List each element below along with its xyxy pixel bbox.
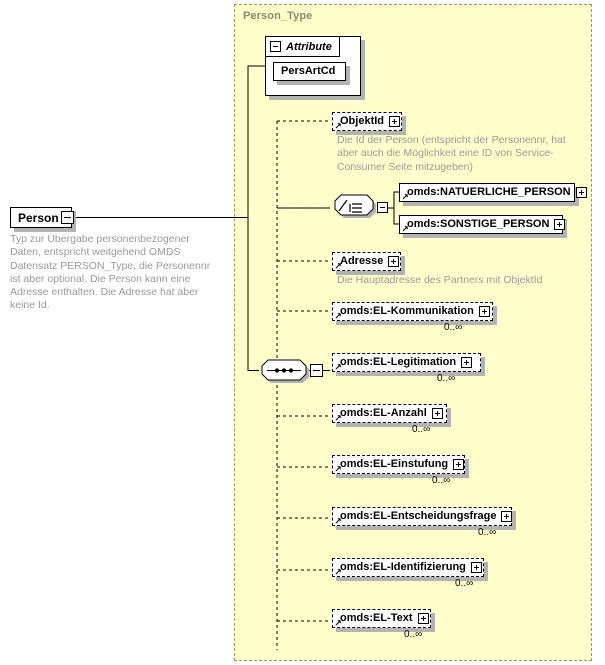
element-el-legitimation-expand-icon[interactable] (461, 357, 473, 368)
attribute-group-tab[interactable]: Attribute (265, 36, 340, 57)
element-el-anzahl[interactable]: omds:EL-Anzahl (332, 404, 447, 423)
element-adresse-expand-icon[interactable] (388, 256, 400, 267)
element-el-identifizierung-label: omds:EL-Identifizierung (340, 561, 466, 573)
element-natuerliche-person-expand-icon[interactable] (575, 187, 587, 198)
attribute-group-label: Attribute (286, 40, 332, 53)
element-el-einstufung-expand-icon[interactable] (453, 459, 465, 470)
element-el-anzahl-label: omds:EL-Anzahl (340, 407, 427, 419)
person-type-title: Person_Type (243, 10, 313, 22)
element-el-text-label: omds:EL-Text (340, 612, 413, 624)
person-root-label: Person (18, 210, 59, 225)
element-objektid-label: ObjektId (340, 115, 385, 127)
element-el-text-expand-icon[interactable] (417, 613, 429, 624)
element-el-legitimation[interactable]: omds:EL-Legitimation (332, 353, 481, 372)
element-el-legitimation-label: omds:EL-Legitimation (340, 356, 457, 368)
attribute-collapse-icon[interactable] (270, 41, 281, 52)
element-el-entscheidungsfrage-occurs: 0..∞ (478, 527, 497, 538)
element-el-kommunikation-expand-icon[interactable] (478, 306, 490, 317)
element-el-entscheidungsfrage[interactable]: omds:EL-Entscheidungsfrage (332, 507, 513, 526)
element-natuerliche-person-label: omds:NATUERLICHE_PERSON (407, 186, 571, 198)
element-el-identifizierung-occurs: 0..∞ (455, 578, 474, 589)
person-root-element[interactable]: Person (10, 207, 72, 228)
person-root-documentation: Typ zur Übergabe personenbezogener Daten… (10, 233, 211, 312)
element-el-einstufung-occurs: 0..∞ (432, 475, 451, 486)
element-el-einstufung[interactable]: omds:EL-Einstufung (332, 455, 465, 474)
element-sonstige-person-label: omds:SONSTIGE_PERSON (407, 218, 550, 230)
element-adresse[interactable]: Adresse (332, 252, 401, 271)
element-el-entscheidungsfrage-expand-icon[interactable] (501, 511, 513, 522)
attribute-persartcd[interactable]: PersArtCd (273, 62, 346, 81)
sequence-connector-toggle[interactable] (310, 364, 323, 377)
person-root-collapse-icon[interactable] (61, 211, 74, 224)
element-adresse-documentation: Die Hauptadresse des Partners mit Objekt… (337, 274, 543, 286)
element-el-einstufung-label: omds:EL-Einstufung (340, 458, 449, 470)
element-adresse-label: Adresse (340, 255, 384, 267)
element-el-kommunikation-occurs: 0..∞ (444, 322, 463, 333)
element-el-legitimation-occurs: 0..∞ (437, 373, 456, 384)
element-natuerliche-person[interactable]: omds:NATUERLICHE_PERSON (399, 183, 587, 202)
element-el-text[interactable]: omds:EL-Text (332, 609, 431, 628)
element-objektid-documentation: Die Id der Person (entspricht der Person… (337, 134, 566, 173)
element-sonstige-person[interactable]: omds:SONSTIGE_PERSON (399, 215, 566, 234)
element-el-identifizierung-expand-icon[interactable] (470, 562, 482, 573)
element-objektid-expand-icon[interactable] (389, 116, 401, 127)
element-objektid[interactable]: ObjektId (332, 112, 402, 131)
person-type-panel (234, 4, 592, 661)
element-el-kommunikation[interactable]: omds:EL-Kommunikation (332, 302, 493, 321)
element-el-entscheidungsfrage-label: omds:EL-Entscheidungsfrage (340, 510, 497, 522)
element-el-identifizierung[interactable]: omds:EL-Identifizierung (332, 558, 484, 577)
attribute-persartcd-label: PersArtCd (281, 65, 336, 77)
element-el-text-occurs: 0..∞ (404, 629, 423, 640)
choice-connector-toggle[interactable] (377, 202, 388, 213)
element-el-anzahl-occurs: 0..∞ (412, 424, 431, 435)
element-sonstige-person-expand-icon[interactable] (554, 219, 566, 230)
element-el-kommunikation-label: omds:EL-Kommunikation (340, 305, 474, 317)
element-el-anzahl-expand-icon[interactable] (431, 408, 443, 419)
